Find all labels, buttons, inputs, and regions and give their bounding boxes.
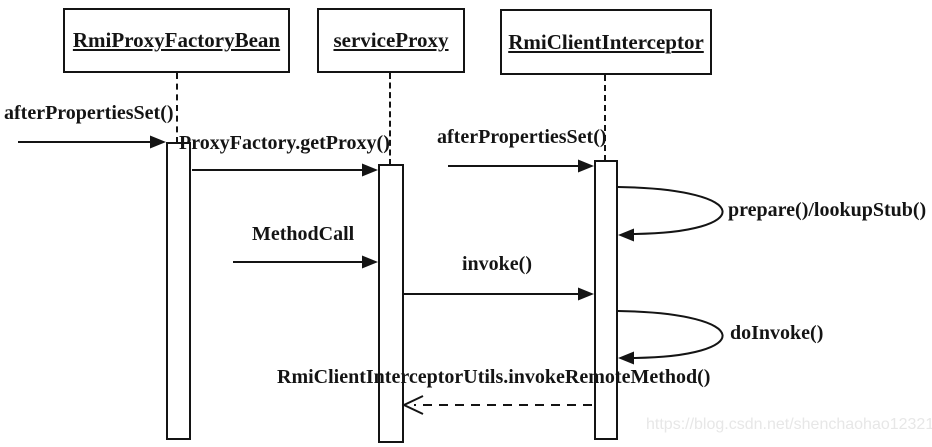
arrowhead-afterpropertiesset-2: [578, 159, 594, 173]
arrowhead-invoke: [578, 287, 594, 301]
actor-box-rmiclientinterceptor: RmiClientInterceptor: [500, 9, 712, 75]
arrowhead-prepare-lookupstub: [618, 228, 634, 242]
activation-bar-rmiclientinterceptor: [594, 160, 618, 440]
self-loop-doinvoke: [617, 310, 724, 359]
actor-box-serviceproxy: serviceProxy: [317, 8, 465, 73]
arrowhead-methodcall: [362, 255, 378, 269]
lifeline-serviceproxy: [389, 73, 391, 165]
actor-label-rmiclientinterceptor: RmiClientInterceptor: [508, 29, 704, 54]
message-label-methodcall: MethodCall: [252, 223, 355, 245]
arrowhead-getproxy: [362, 163, 378, 177]
actor-label-serviceproxy: serviceProxy: [333, 28, 449, 52]
actor-box-rmiproxyfactorybean: RmiProxyFactoryBean: [63, 8, 290, 73]
lifeline-rmiclientinterceptor: [604, 75, 606, 161]
arrowhead-afterpropertiesset-1: [150, 135, 166, 149]
lifeline-rmiproxyfactorybean: [176, 73, 178, 143]
message-label-afterpropertiesset-2: afterPropertiesSet(): [437, 126, 607, 148]
activation-bar-serviceproxy: [378, 164, 404, 443]
activation-bar-rmiproxyfactorybean: [166, 142, 191, 440]
watermark-url: https://blog.csdn.net/shenchaohao12321: [646, 416, 932, 433]
actor-label-rmiproxyfactorybean: RmiProxyFactoryBean: [72, 28, 281, 52]
message-label-prepare-lookupstub: prepare()/lookupStub(): [728, 199, 927, 221]
message-label-getproxy: ProxyFactory.getProxy(): [179, 132, 390, 154]
arrowhead-invokeremotemethod-return: [401, 395, 424, 415]
message-label-invoke: invoke(): [462, 253, 532, 275]
self-loop-prepare-lookupstub: [617, 186, 724, 235]
message-label-doinvoke: doInvoke(): [730, 322, 824, 344]
message-label-invokeremotemethod: RmiClientInterceptorUtils.invokeRemoteMe…: [277, 366, 711, 388]
arrowhead-doinvoke: [618, 351, 634, 365]
message-label-afterpropertiesset-1: afterPropertiesSet(): [4, 102, 174, 124]
